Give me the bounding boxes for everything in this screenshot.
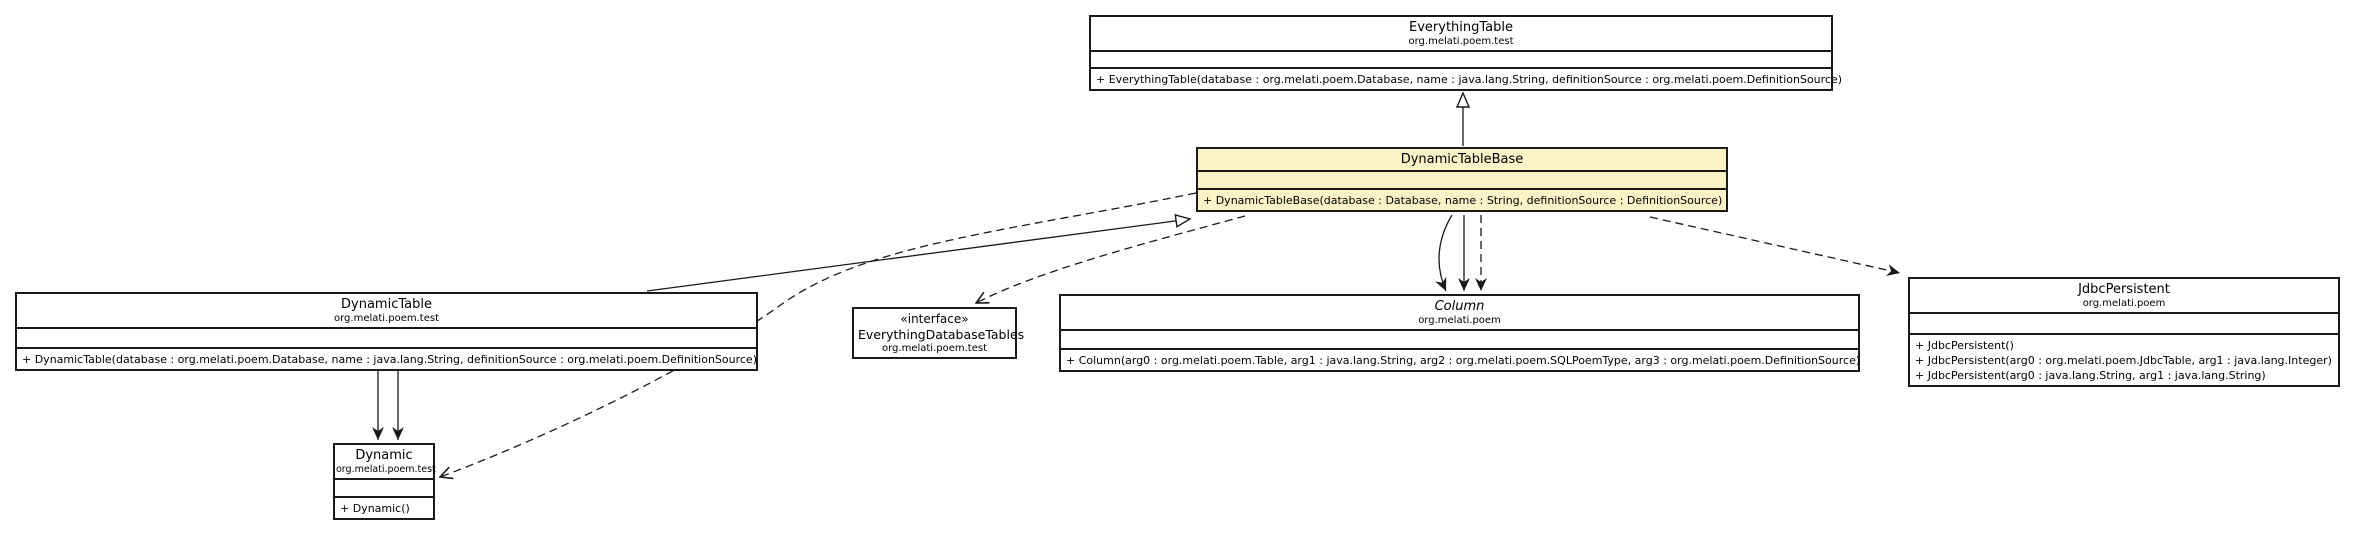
- method-signature: + JdbcPersistent(arg0 : java.lang.String…: [1915, 369, 2266, 382]
- class-package: org.melati.poem: [2082, 298, 2166, 309]
- method-signature: + JdbcPersistent(): [1915, 339, 2014, 352]
- fields-compartment: [1061, 329, 1858, 348]
- class-package: org.melati.poem: [1418, 315, 1501, 326]
- methods-compartment: + DynamicTable(database : org.melati.poe…: [17, 347, 757, 369]
- class-name: EverythingTable: [1409, 20, 1513, 35]
- method-signature: + Column(arg0 : org.melati.poem.Table, a…: [1066, 354, 1861, 367]
- class-header: Dynamic org.melati.poem.test: [335, 445, 436, 478]
- class-package: org.melati.poem.test: [336, 464, 436, 475]
- fields-compartment: [1910, 312, 2338, 333]
- class-package: org.melati.poem.test: [334, 313, 439, 324]
- class-header: «interface» EverythingDatabaseTables org…: [854, 309, 1025, 357]
- class-box-dynamic[interactable]: Dynamic org.melati.poem.test + Dynamic(): [333, 443, 436, 520]
- methods-compartment: + Dynamic(): [335, 496, 433, 518]
- class-name: DynamicTableBase: [1400, 152, 1524, 167]
- methods-compartment: + EverythingTable(database : org.melati.…: [1091, 67, 1843, 89]
- class-name: EverythingDatabaseTables: [858, 327, 1025, 342]
- edge-dependency-dynamictablebase-jdbcpersistent: [1649, 216, 1901, 277]
- fields-compartment: [335, 478, 433, 496]
- methods-compartment: + DynamicTableBase(database : Database, …: [1198, 188, 1726, 210]
- class-box-everything-table[interactable]: EverythingTable org.melati.poem.test + E…: [1089, 15, 1843, 91]
- class-header: Column org.melati.poem: [1061, 296, 1858, 329]
- class-box-dynamic-table-base[interactable]: DynamicTableBase + DynamicTableBase(data…: [1196, 147, 1728, 212]
- edge-dependency-dynamictablebase-everythingdatabasetables: [976, 215, 1246, 303]
- class-package: org.melati.poem.test: [1408, 36, 1514, 47]
- methods-compartment: + Column(arg0 : org.melati.poem.Table, a…: [1061, 348, 1861, 370]
- fields-compartment: [1198, 170, 1726, 188]
- class-header: JdbcPersistent org.melati.poem: [1910, 279, 2338, 312]
- methods-compartment: + JdbcPersistent() + JdbcPersistent(arg0…: [1910, 333, 2338, 385]
- class-box-dynamic-table[interactable]: DynamicTable org.melati.poem.test + Dyna…: [15, 292, 758, 371]
- class-header: EverythingTable org.melati.poem.test: [1091, 17, 1831, 50]
- class-name: Dynamic: [355, 448, 413, 463]
- fields-compartment: [17, 327, 756, 347]
- method-signature: + DynamicTableBase(database : Database, …: [1203, 194, 1723, 207]
- edge-association-dynamictablebase-column-1: [1435, 214, 1453, 292]
- fields-compartment: [1091, 50, 1831, 67]
- class-box-jdbc-persistent[interactable]: JdbcPersistent org.melati.poem + JdbcPer…: [1908, 277, 2340, 387]
- method-signature: + JdbcPersistent(arg0 : org.melati.poem.…: [1915, 354, 2332, 367]
- edge-generalization-dynamictable-dynamictablebase: [646, 219, 1190, 292]
- method-signature: + DynamicTable(database : org.melati.poe…: [22, 353, 757, 366]
- class-header: DynamicTableBase: [1198, 149, 1726, 170]
- class-name: JdbcPersistent: [2078, 282, 2170, 297]
- method-signature: + EverythingTable(database : org.melati.…: [1096, 73, 1843, 86]
- method-signature: + Dynamic(): [340, 502, 410, 515]
- class-box-everything-database-tables[interactable]: «interface» EverythingDatabaseTables org…: [852, 307, 1025, 359]
- class-name: DynamicTable: [341, 297, 432, 312]
- class-name: Column: [1434, 299, 1485, 314]
- class-box-column[interactable]: Column org.melati.poem + Column(arg0 : o…: [1059, 294, 1860, 372]
- class-stereotype: «interface»: [900, 312, 969, 326]
- class-header: DynamicTable org.melati.poem.test: [17, 294, 756, 327]
- class-package: org.melati.poem.test: [882, 343, 987, 354]
